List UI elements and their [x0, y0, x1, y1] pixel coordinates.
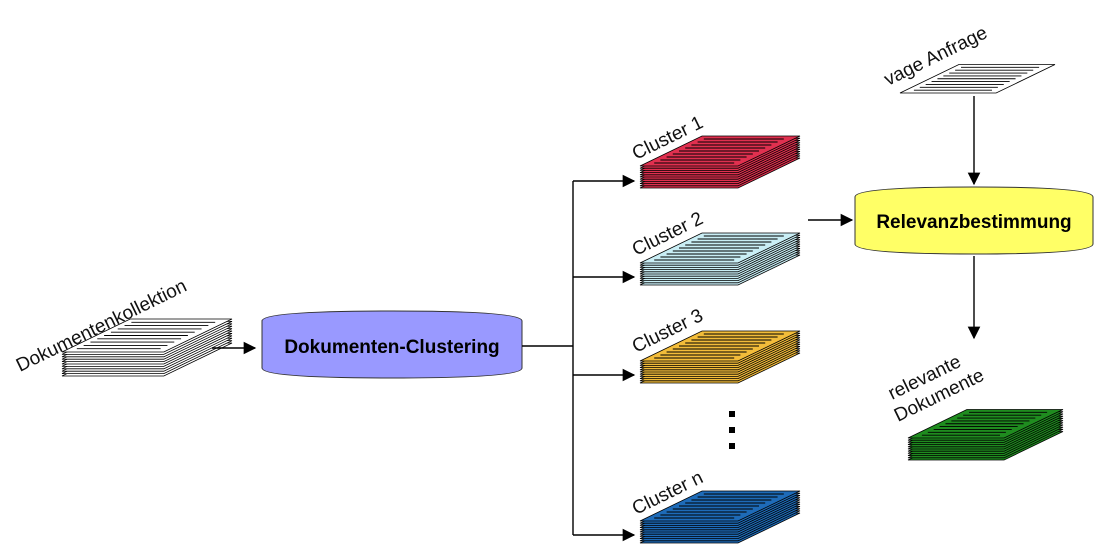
cluster-n-stack: [639, 490, 801, 544]
cluster-2-stack: [639, 232, 801, 286]
clustering-node: Dokumenten-Clustering: [261, 310, 523, 379]
relevance-label: Relevanzbestimmung: [876, 212, 1071, 233]
ellipsis-dots: [729, 411, 735, 449]
relevant-documents-stack: [907, 409, 1064, 461]
clustering-label: Dokumenten-Clustering: [284, 337, 499, 358]
fan-out-connector: [522, 181, 574, 535]
cluster-3-stack: [639, 330, 801, 384]
vague-query-document: [899, 64, 1056, 94]
document-collection-stack: [61, 318, 233, 377]
cluster-1-stack: [639, 135, 801, 189]
relevance-node: Relevanzbestimmung: [854, 186, 1094, 255]
